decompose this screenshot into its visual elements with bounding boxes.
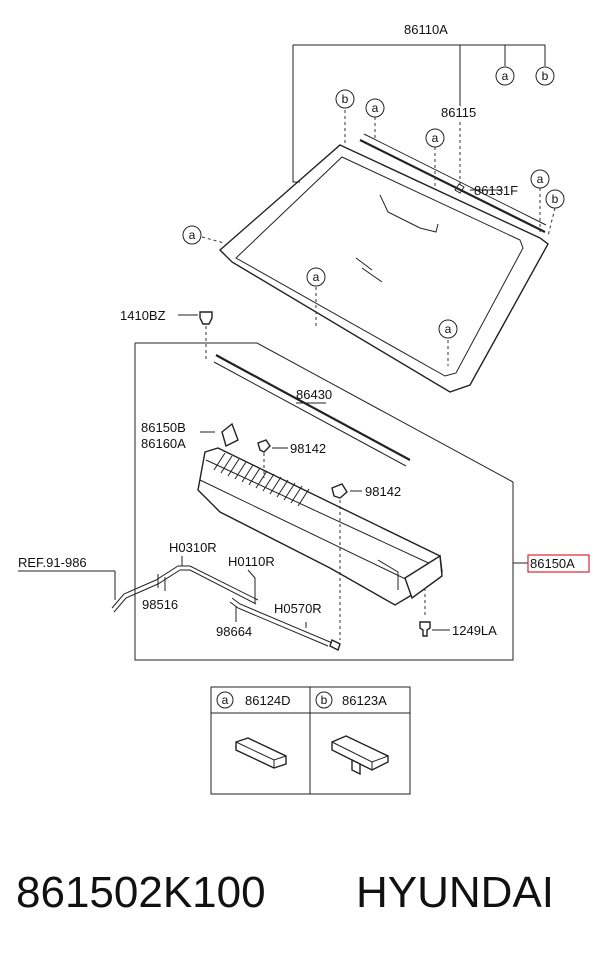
part-highlight-box <box>527 554 590 573</box>
label-98516: 98516 <box>142 597 178 612</box>
leader-lines-top <box>201 44 556 366</box>
label-86150b: 86150B <box>141 420 186 435</box>
windshield-moulding <box>359 133 547 233</box>
clip-98142-a <box>257 439 288 478</box>
callout-a-right: a <box>530 169 550 189</box>
label-98142-b: 98142 <box>365 484 401 499</box>
svg-text:b: b <box>321 693 328 707</box>
cowl-panel <box>197 422 443 606</box>
footer-brand: HYUNDAI <box>356 868 555 917</box>
label-86110a: 86110A <box>404 22 448 37</box>
svg-text:a: a <box>313 270 320 284</box>
label-h0570r: H0570R <box>274 601 322 616</box>
callout-b-left: b <box>335 89 355 109</box>
svg-text:a: a <box>502 69 509 83</box>
svg-text:b: b <box>342 92 349 106</box>
label-98142-a: 98142 <box>290 441 326 456</box>
label-ref-91-986: REF.91-986 <box>18 555 87 570</box>
svg-text:a: a <box>372 101 379 115</box>
callout-b-right: b <box>545 189 565 209</box>
clip-86115 <box>454 183 465 194</box>
svg-text:a: a <box>189 228 196 242</box>
label-86160a: 86160A <box>141 436 186 451</box>
label-1410bz: 1410BZ <box>120 308 166 323</box>
callout-b-top: b <box>535 66 555 86</box>
label-86131f: 86131F <box>474 183 518 198</box>
legend-callout-a: a <box>216 691 234 709</box>
windshield-glass <box>218 144 549 393</box>
label-1249la: 1249LA <box>452 623 497 638</box>
label-86150a: 86150A <box>530 556 575 571</box>
footer: 861502K100 HYUNDAI <box>0 868 600 948</box>
footer-part-number: 861502K100 <box>16 868 266 917</box>
legend-callout-b: b <box>315 691 333 709</box>
svg-text:a: a <box>222 693 229 707</box>
callout-a-bottom-right: a <box>438 319 458 339</box>
callout-a-bottom-center: a <box>306 267 326 287</box>
clip-86124d-icon <box>235 737 287 769</box>
callout-a-top: a <box>495 66 515 86</box>
label-86115: 86115 <box>441 105 476 120</box>
legend-part-86124d: 86124D <box>245 693 291 708</box>
label-86430: 86430 <box>296 387 332 402</box>
clip-1410bz <box>178 311 213 360</box>
svg-text:b: b <box>542 69 549 83</box>
label-98664: 98664 <box>216 624 252 639</box>
svg-text:a: a <box>445 322 452 336</box>
label-h0310r: H0310R <box>169 540 217 555</box>
callout-a-moulding: a <box>365 98 385 118</box>
callout-a-left: a <box>182 225 202 245</box>
svg-text:b: b <box>552 192 559 206</box>
svg-text:a: a <box>432 131 439 145</box>
washer-hoses <box>18 530 341 651</box>
cowl-frame <box>134 342 528 661</box>
weatherstrip-86430 <box>213 354 411 467</box>
clip-98142-b <box>331 483 362 532</box>
svg-text:a: a <box>537 172 544 186</box>
callout-a-center: a <box>425 128 445 148</box>
clip-86123a-icon <box>331 735 389 776</box>
legend-part-86123a: 86123A <box>342 693 387 708</box>
bolt-1249la <box>419 588 450 637</box>
label-h0110r: H0110R <box>228 554 275 569</box>
